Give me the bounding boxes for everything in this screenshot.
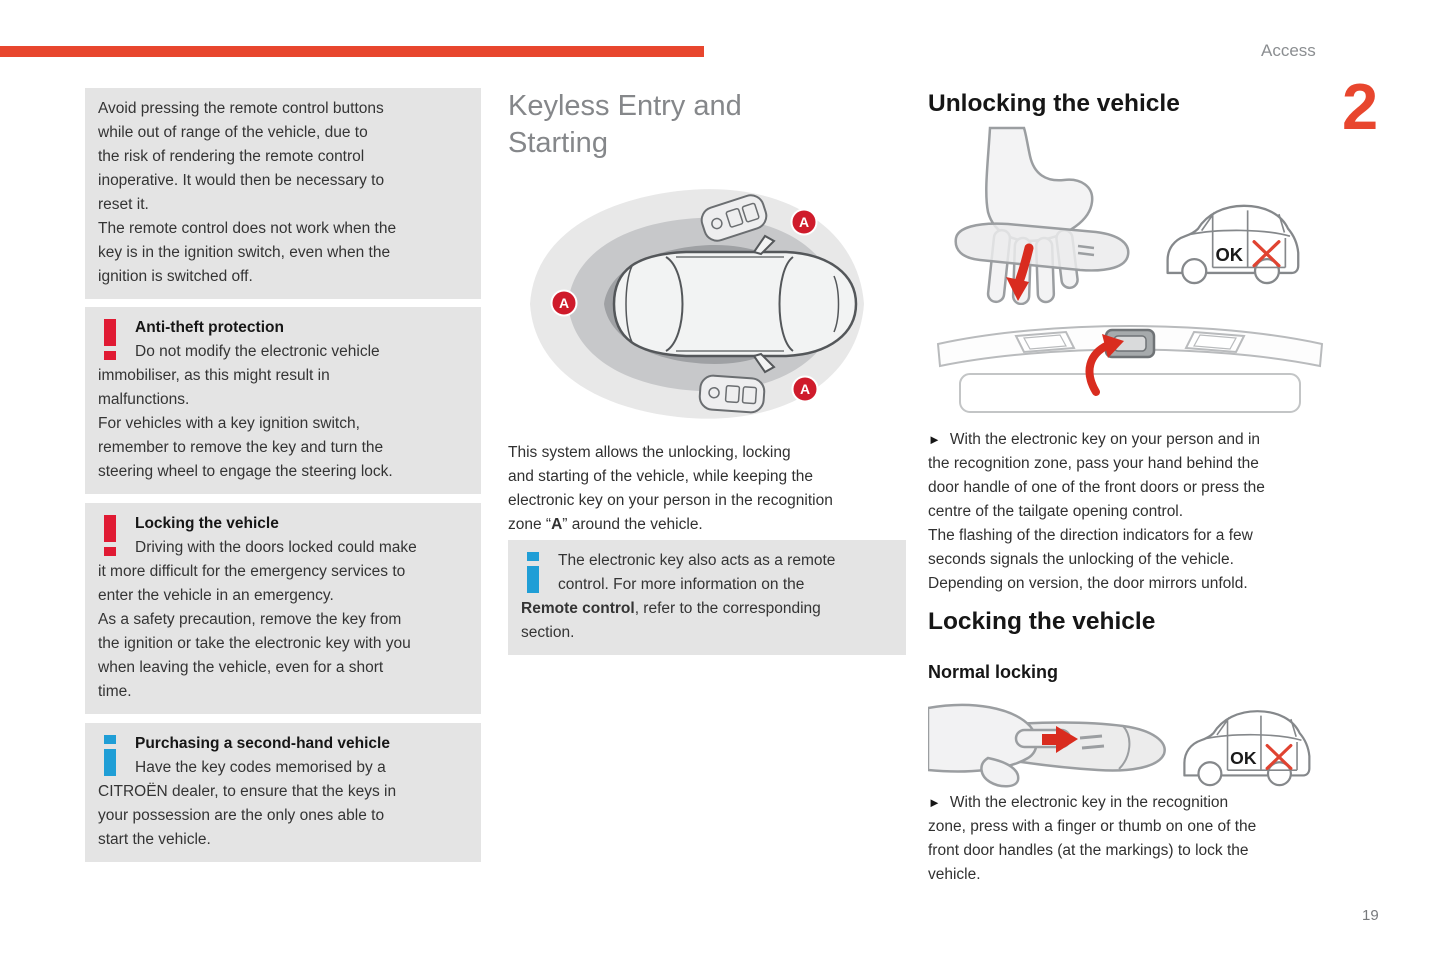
electronic-key-icon xyxy=(700,194,768,242)
door-handle-icon xyxy=(954,222,1130,272)
box-paragraph: Driving with the doors locked could make… xyxy=(98,539,417,604)
section-heading-unlocking: Unlocking the vehicle xyxy=(928,90,1180,117)
locking-instructions: ►With the electronic key in the recognit… xyxy=(928,791,1335,887)
info-icon xyxy=(522,550,548,594)
warning-exclamation-icon xyxy=(99,513,125,557)
zone-a-badge: A xyxy=(550,289,578,317)
box-paragraph: Do not modify the electronic vehicle imm… xyxy=(98,343,380,408)
car-top-view-icon xyxy=(612,234,858,374)
car-ok-x-icon: OK xyxy=(1166,204,1300,285)
red-arrow-icon xyxy=(1006,243,1034,301)
chapter-number: 2 xyxy=(1342,70,1379,143)
page-title: Keyless Entry and Starting xyxy=(508,90,742,159)
keyless-recognition-zone-diagram: A A A xyxy=(530,189,864,419)
bold-reference: Remote control xyxy=(521,600,635,617)
svg-text:A: A xyxy=(799,214,809,230)
section-heading-locking: Locking the vehicle xyxy=(928,608,1156,635)
red-arrow-icon xyxy=(1085,334,1124,396)
box-title: Purchasing a second-hand vehicle xyxy=(135,735,390,752)
intro-text: This system allows the unlocking, lockin… xyxy=(508,444,833,533)
zone-a-badge: A xyxy=(790,208,818,236)
tailgate-opening-control xyxy=(1104,328,1156,359)
box-paragraph: For vehicles with a key ignition switch,… xyxy=(98,415,393,480)
page-number: 19 xyxy=(1362,907,1379,924)
info-box-second-hand: Purchasing a second-hand vehicle Have th… xyxy=(85,723,481,862)
box-title: Locking the vehicle xyxy=(135,515,279,532)
car-ok-x-icon: OK xyxy=(1183,710,1311,787)
hand-lock-illustration: OK xyxy=(928,703,1311,788)
instruction-paragraph: Depending on version, the door mirrors u… xyxy=(928,575,1248,592)
electronic-key-icon xyxy=(698,374,766,414)
section-label: Access xyxy=(1261,41,1316,60)
intro-text: ” around the vehicle. xyxy=(562,516,703,533)
bullet-triangle-icon: ► xyxy=(928,795,941,810)
hand-icon xyxy=(928,703,1072,788)
svg-text:A: A xyxy=(559,295,569,311)
svg-text:A: A xyxy=(800,381,810,397)
subheading-normal-locking: Normal locking xyxy=(928,662,1059,682)
warning-exclamation-icon xyxy=(99,317,125,361)
svg-text:OK: OK xyxy=(1230,748,1257,768)
instruction-paragraph: ►With the electronic key in the recognit… xyxy=(928,794,1257,883)
info-icon xyxy=(99,733,125,777)
unlocking-instructions: ►With the electronic key on your person … xyxy=(928,428,1335,596)
note-box: Avoid pressing the remote control button… xyxy=(85,88,481,299)
box-paragraph: Have the key codes memorised by a CITROË… xyxy=(98,759,397,848)
box-paragraph: The electronic key also acts as a remote… xyxy=(521,552,836,641)
red-arrow-icon xyxy=(1042,726,1078,753)
tailgate-control-illustration xyxy=(936,325,1324,413)
instruction-paragraph: The flashing of the direction indicators… xyxy=(928,527,1253,568)
svg-text:OK: OK xyxy=(1215,244,1243,265)
warning-box-anti-theft: Anti-theft protection Do not modify the … xyxy=(85,307,481,494)
note-paragraph: Avoid pressing the remote control button… xyxy=(98,100,385,213)
instruction-paragraph: ►With the electronic key on your person … xyxy=(928,431,1265,520)
bullet-triangle-icon: ► xyxy=(928,432,941,447)
plate-light-icon xyxy=(1014,330,1246,354)
warning-box-locking: Locking the vehicle Driving with the doo… xyxy=(85,503,481,714)
intro-bold: A xyxy=(551,516,563,533)
note-paragraph: The remote control does not work when th… xyxy=(98,220,397,285)
box-paragraph: As a safety precaution, remove the key f… xyxy=(98,611,411,700)
hand-icon xyxy=(985,126,1094,305)
hand-unlock-illustration: OK xyxy=(954,126,1300,305)
box-title: Anti-theft protection xyxy=(135,319,284,336)
tailgate-lower-panel xyxy=(959,373,1301,413)
zone-a-badge: A xyxy=(791,375,819,403)
intro-paragraph: This system allows the unlocking, lockin… xyxy=(508,441,910,537)
info-box-remote-control: The electronic key also acts as a remote… xyxy=(508,540,906,655)
red-divider-bar xyxy=(0,46,704,57)
